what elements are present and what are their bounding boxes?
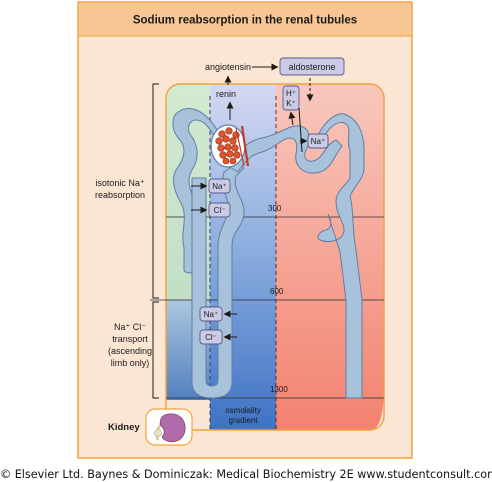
glomerulus [210,124,250,168]
hk-up-arrow [288,111,296,126]
nacl-bracket [152,301,159,399]
isotonic-bracket [152,83,159,299]
proximal-na-box [208,178,231,194]
angiotensin-label: angiotensin [205,62,251,72]
osmolality-300: 300 [268,204,282,213]
k-ion-label: K⁺ [286,99,296,108]
proximal-cl-label: Cl⁻ [214,206,226,215]
nacl-label-line4: limb only) [111,358,150,368]
proximal-cl-box [208,202,231,218]
h-ion-label: H⁺ [286,89,296,98]
nacl-label-line1: Na⁺ Cl⁻ [114,322,146,332]
isotonic-label-line1: isotonic Na⁺ [95,178,145,188]
title-bar [78,2,412,36]
distal-na-box [307,133,329,149]
distal-na-label: Na⁺ [311,137,325,146]
hk-ion-box [282,85,300,111]
aldosterone-label: aldosterone [288,62,335,72]
aldosterone-box [279,57,345,76]
kidney-label: Kidney [108,422,140,433]
renin-label: renin [216,89,236,99]
loop-cl-label: Cl⁻ [205,333,217,342]
copyright-notice: © Elsevier Ltd. Baynes & Dominiczak: Med… [0,468,492,481]
hk-to-lumen-arrow [298,107,303,153]
loop-na-box [199,306,223,322]
kidney-icon [145,408,193,446]
figure-title: Sodium reabsorption in the renal tubules [133,15,357,27]
loop-cl-box [199,329,223,345]
osmolality-1300: 1300 [270,385,288,394]
gradient-label-line2: gradient [229,416,259,425]
gradient-label-line1: osmolality [225,406,261,415]
proximal-na-label: Na⁺ [212,182,226,191]
nacl-label-line3: (ascending [108,346,152,356]
osmolality-600: 600 [270,287,284,296]
loop-na-label: Na⁺ [204,310,218,319]
nacl-label-line2: transport [112,334,148,344]
isotonic-label-line2: reabsorption [95,190,145,200]
